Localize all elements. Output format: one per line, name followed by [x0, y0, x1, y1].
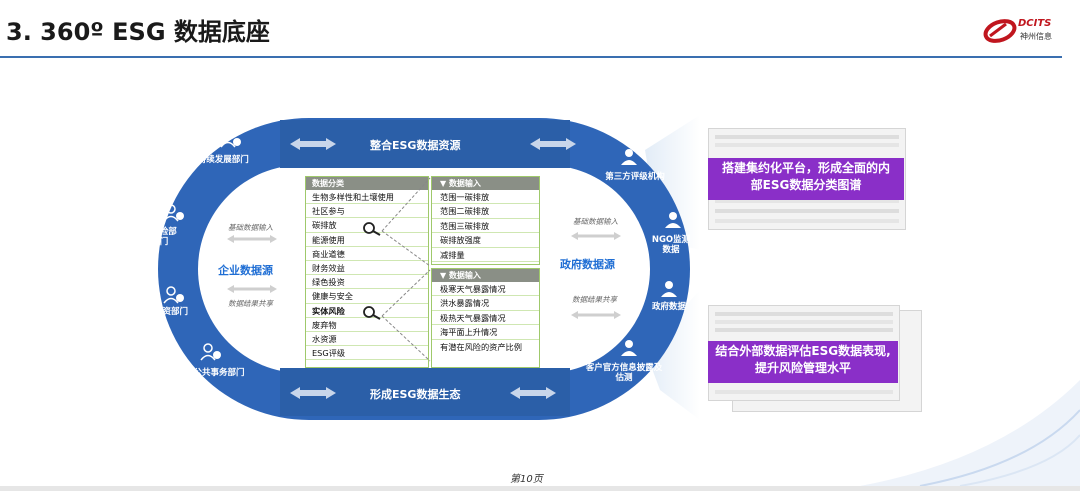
user-icon	[621, 340, 637, 356]
category-row[interactable]: 健康与安全	[306, 289, 428, 304]
magnifier-icon[interactable]	[362, 221, 382, 237]
user-money-icon	[200, 343, 221, 361]
double-arrow-icon	[227, 235, 277, 243]
page-number: 第10页	[510, 474, 543, 485]
double-arrow-icon	[571, 311, 621, 319]
category-header: 数据分类	[306, 177, 428, 190]
callout-bottom-line2: 提升风险管理水平	[754, 361, 851, 375]
input-row: 极热天气暴露情况	[432, 311, 539, 326]
left-input-label: 基础数据输入	[228, 223, 273, 232]
callout-bottom: 结合外部数据评估ESG数据表现, 提升风险管理水平	[708, 341, 898, 383]
carbon-input-table: ▼ 数据输入 范围一碳排放 范围二碳排放 范围三碳排放 碳排放强度 减排量	[431, 176, 540, 265]
category-row[interactable]: 商业道德	[306, 247, 428, 261]
category-row[interactable]: 生物多样性和土壤使用	[306, 190, 428, 205]
input-row: 减排量	[432, 248, 539, 262]
input-header: ▼ 数据输入	[432, 177, 539, 190]
node-government-data: 政府数据	[651, 302, 686, 312]
input-row: 范围二碳排放	[432, 204, 539, 219]
input-row: 范围三碳排放	[432, 219, 539, 234]
category-row[interactable]: ESG评级	[306, 346, 428, 361]
government-source-label: 政府数据源	[560, 258, 615, 271]
input-row: 海平面上升情况	[432, 325, 539, 340]
magnifier-icon[interactable]	[362, 305, 382, 321]
input-row: 极寒天气暴露情况	[432, 282, 539, 297]
user-icon	[661, 281, 677, 297]
category-row[interactable]: 能源使用	[306, 233, 428, 247]
user-icon	[621, 149, 637, 165]
double-arrow-icon	[227, 285, 277, 293]
bottom-band-label: 形成ESG数据生态	[370, 388, 461, 401]
node-risk-dept: 风险部门	[151, 227, 177, 247]
dcits-logo-icon	[983, 19, 1017, 43]
node-ngo-data: NGO监测数据	[651, 235, 691, 255]
top-band-label: 整合ESG数据资源	[370, 139, 461, 152]
double-arrow-icon	[290, 138, 336, 150]
logo-sub: 神州信息	[1020, 32, 1052, 41]
input-row: 洪水暴露情况	[432, 296, 539, 311]
callout-bottom-line1: 结合外部数据评估ESG数据表现,	[715, 344, 891, 358]
category-row[interactable]: 财务效益	[306, 261, 428, 276]
user-icon	[665, 212, 681, 228]
category-table: 数据分类 生物多样性和土壤使用 社区参与 碳排放 能源使用 商业道德 财务效益 …	[305, 176, 429, 368]
user-money-icon	[220, 130, 241, 148]
input-row: 有潜在风险的资产比例	[440, 341, 522, 352]
input-row: 碳排放强度	[432, 233, 539, 248]
callout-top-line2: 部ESG数据分类图谱	[750, 178, 862, 192]
right-output-label: 数据结果共享	[572, 295, 617, 304]
node-sustainability-dept: 可持续发展部门	[189, 155, 249, 165]
enterprise-source-label: 企业数据源	[218, 264, 273, 277]
double-arrow-icon	[510, 387, 556, 399]
decorative-swoosh	[860, 380, 1080, 486]
node-client-disclosure: 客户官方信息披露及估测	[585, 363, 663, 383]
category-row[interactable]: 水资源	[306, 332, 428, 347]
input-header: ▼ 数据输入	[432, 269, 539, 282]
left-output-label: 数据结果共享	[228, 299, 273, 308]
category-row[interactable]: 社区参与	[306, 204, 428, 219]
callout-top: 搭建集约化平台，形成全面的内 部ESG数据分类图谱	[708, 158, 904, 200]
physical-risk-input-table: ▼ 数据输入 极寒天气暴露情况 洪水暴露情况 极热天气暴露情况 海平面上升情况 …	[431, 268, 540, 368]
double-arrow-icon	[530, 138, 576, 150]
callout-top-line1: 搭建集约化平台，形成全面的内	[721, 161, 890, 175]
title-divider	[0, 56, 1062, 58]
page-title: 3. 360º ESG 数据底座	[6, 18, 270, 46]
category-row[interactable]: 废弃物	[306, 318, 428, 332]
logo-brand: DCITS	[1018, 18, 1052, 29]
dashed-connector	[381, 177, 431, 362]
footer-bar	[0, 486, 1080, 491]
node-investment-dept: 投资部门	[153, 307, 188, 317]
right-input-label: 基础数据输入	[573, 217, 618, 226]
double-arrow-icon	[290, 387, 336, 399]
node-third-party-rating: 第三方评级机构	[605, 172, 665, 182]
category-row[interactable]: 绿色投资	[306, 275, 428, 290]
double-arrow-icon	[571, 232, 621, 240]
user-money-icon	[163, 204, 184, 222]
input-row: 范围一碳排放	[432, 190, 539, 205]
node-public-affairs-dept: 公共事务部门	[193, 368, 245, 378]
user-money-icon	[163, 286, 184, 304]
